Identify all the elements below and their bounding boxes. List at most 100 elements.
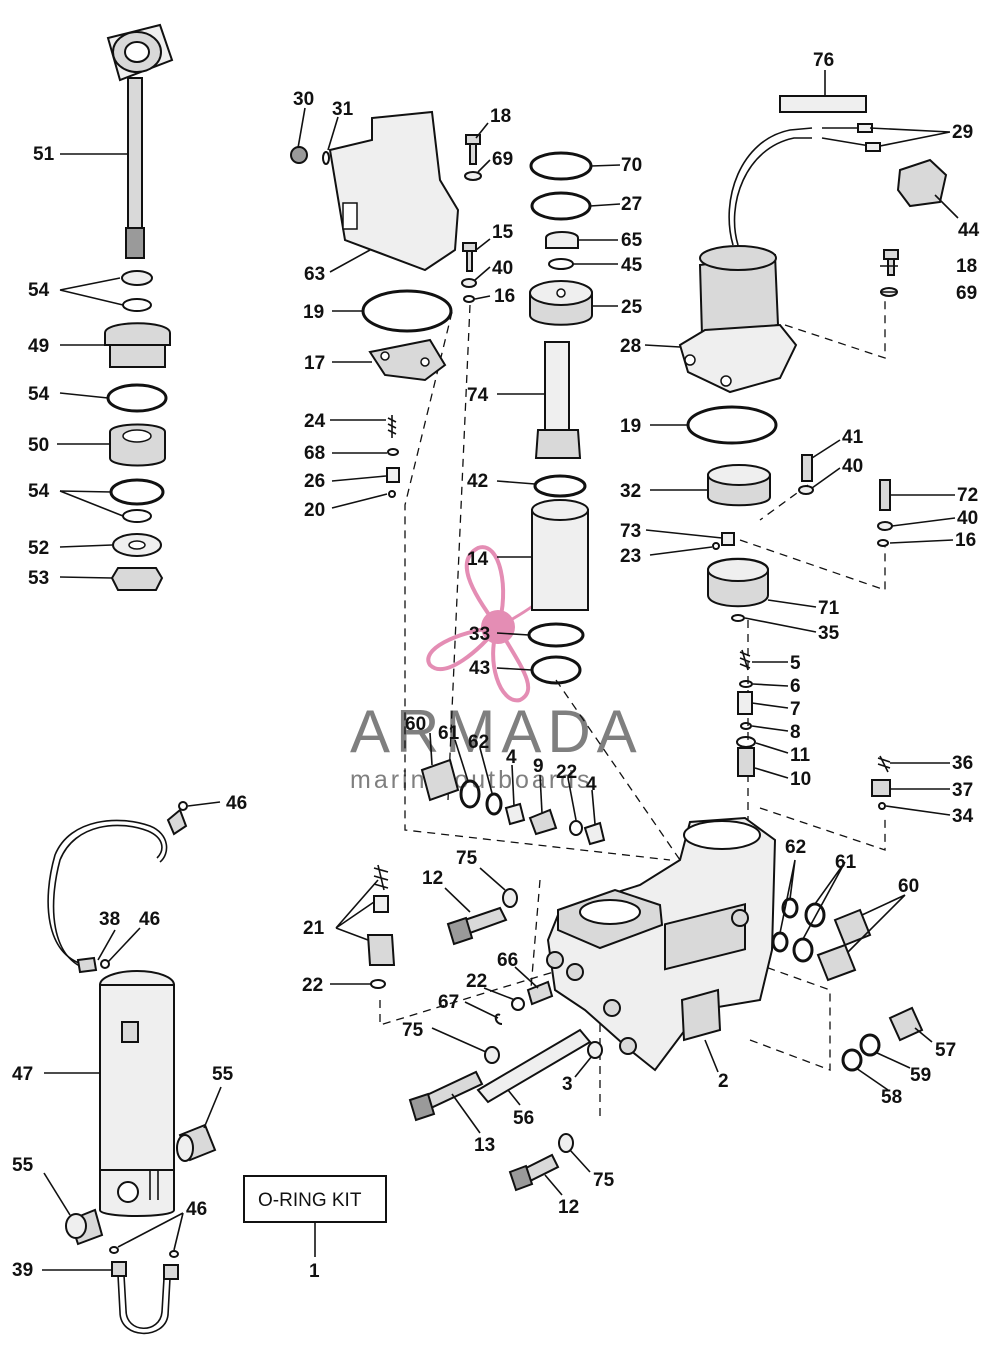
- callout-14: 14: [467, 549, 489, 570]
- callout-52: 52: [28, 538, 49, 559]
- callout-61-right: 61: [835, 852, 857, 873]
- callout-37: 37: [952, 780, 973, 801]
- callout-40-mid: 40: [842, 456, 863, 477]
- bolts-and-pins: [408, 888, 603, 1192]
- callout-2: 2: [718, 1071, 729, 1092]
- callout-16-lower: 16: [955, 530, 976, 551]
- wire-and-connectors: [779, 95, 948, 297]
- callout-5: 5: [790, 653, 801, 674]
- callout-8: 8: [790, 722, 801, 743]
- callout-11: 11: [790, 745, 811, 766]
- callout-26: 26: [304, 471, 325, 492]
- reservoir-cover-63: [290, 110, 460, 272]
- callout-40-lower: 40: [957, 508, 978, 529]
- valve-row-center: [420, 758, 606, 846]
- callout-22-a: 22: [556, 762, 577, 783]
- callout-32: 32: [620, 481, 641, 502]
- callout-53: 53: [28, 568, 49, 589]
- leader-lines: [42, 70, 959, 1271]
- callout-1: 1: [309, 1261, 320, 1282]
- callout-4-b: 4: [586, 774, 597, 795]
- callout-27: 27: [621, 194, 642, 215]
- callout-50: 50: [28, 435, 49, 456]
- tilt-rod-51: [106, 23, 174, 259]
- callout-63: 63: [304, 264, 325, 285]
- pump-body-71: [707, 557, 769, 622]
- o-ring-kit-box: [243, 1175, 387, 1257]
- manual-release-piston-25: [529, 280, 593, 326]
- callout-24: 24: [304, 411, 326, 432]
- callout-60-left: 60: [405, 714, 426, 735]
- center-rings-stack: [529, 151, 593, 270]
- callout-51: 51: [33, 144, 55, 165]
- callout-18-top: 18: [490, 106, 511, 127]
- trim-cylinder-47: [99, 970, 175, 1217]
- callout-62-right: 62: [785, 837, 806, 858]
- callout-58: 58: [881, 1087, 902, 1108]
- callout-39: 39: [12, 1260, 33, 1281]
- callout-12-b: 12: [558, 1197, 579, 1218]
- callout-43: 43: [469, 658, 490, 679]
- callout-34: 34: [952, 806, 974, 827]
- small-hardware-top: [461, 134, 482, 303]
- callout-31: 31: [332, 99, 354, 120]
- callout-19-left: 19: [303, 302, 324, 323]
- watermark-title: ARMADA: [350, 698, 643, 765]
- valve-body-2: [546, 816, 777, 1072]
- check-valve-parts-right: [736, 649, 891, 810]
- callout-22-c: 22: [302, 975, 323, 996]
- callout-41: 41: [842, 427, 864, 448]
- callout-55-a: 55: [212, 1064, 234, 1085]
- callout-38: 38: [99, 909, 120, 930]
- callout-19-right: 19: [620, 416, 641, 437]
- left-seal-plate: [361, 289, 453, 498]
- alignment-lines: [379, 300, 886, 1120]
- callout-66: 66: [497, 950, 518, 971]
- callout-75-b: 75: [402, 1020, 424, 1041]
- callout-75-a: 75: [456, 848, 478, 869]
- callout-71: 71: [818, 598, 840, 619]
- callout-47: 47: [12, 1064, 33, 1085]
- pump-motor-28: [678, 127, 813, 445]
- hydraulic-line-38: [47, 801, 188, 974]
- callout-16-top: 16: [494, 286, 515, 307]
- callout-49: 49: [28, 336, 49, 357]
- pump-gear-32: [707, 454, 893, 550]
- callout-54-c: 54: [28, 481, 50, 502]
- callout-21: 21: [303, 918, 325, 939]
- callout-61-left: 61: [438, 723, 460, 744]
- callout-9: 9: [533, 756, 544, 777]
- callout-54-a: 54: [28, 280, 50, 301]
- callout-13: 13: [474, 1135, 495, 1156]
- callout-4-a: 4: [506, 747, 517, 768]
- callout-56: 56: [513, 1108, 534, 1129]
- callout-46-c: 46: [186, 1199, 207, 1220]
- callout-28: 28: [620, 336, 641, 357]
- callout-44: 44: [958, 220, 980, 241]
- callout-72: 72: [957, 485, 978, 506]
- callout-69-top: 69: [492, 149, 513, 170]
- callout-75-c: 75: [593, 1170, 615, 1191]
- callout-40-top: 40: [492, 258, 513, 279]
- callout-46-a: 46: [226, 793, 247, 814]
- watermark-propeller-logo: [426, 545, 557, 703]
- callout-76: 76: [813, 50, 834, 71]
- callout-35: 35: [818, 623, 840, 644]
- trim-cylinder-14: [527, 474, 589, 685]
- callout-17: 17: [304, 353, 325, 374]
- callout-74: 74: [467, 385, 489, 406]
- callout-57: 57: [935, 1040, 956, 1061]
- callout-18-right: 18: [956, 256, 977, 277]
- callout-73: 73: [620, 521, 641, 542]
- callout-55-b: 55: [12, 1155, 34, 1176]
- trim-rod-74: [534, 341, 582, 459]
- callout-46-b: 46: [139, 909, 160, 930]
- callout-68: 68: [304, 443, 325, 464]
- hydraulic-line-39: [109, 1246, 179, 1335]
- callout-6: 6: [790, 676, 801, 697]
- o-ring-kit-label: O-RING KIT: [258, 1190, 362, 1211]
- callout-7: 7: [790, 699, 801, 720]
- callout-20: 20: [304, 500, 325, 521]
- callout-33: 33: [469, 624, 490, 645]
